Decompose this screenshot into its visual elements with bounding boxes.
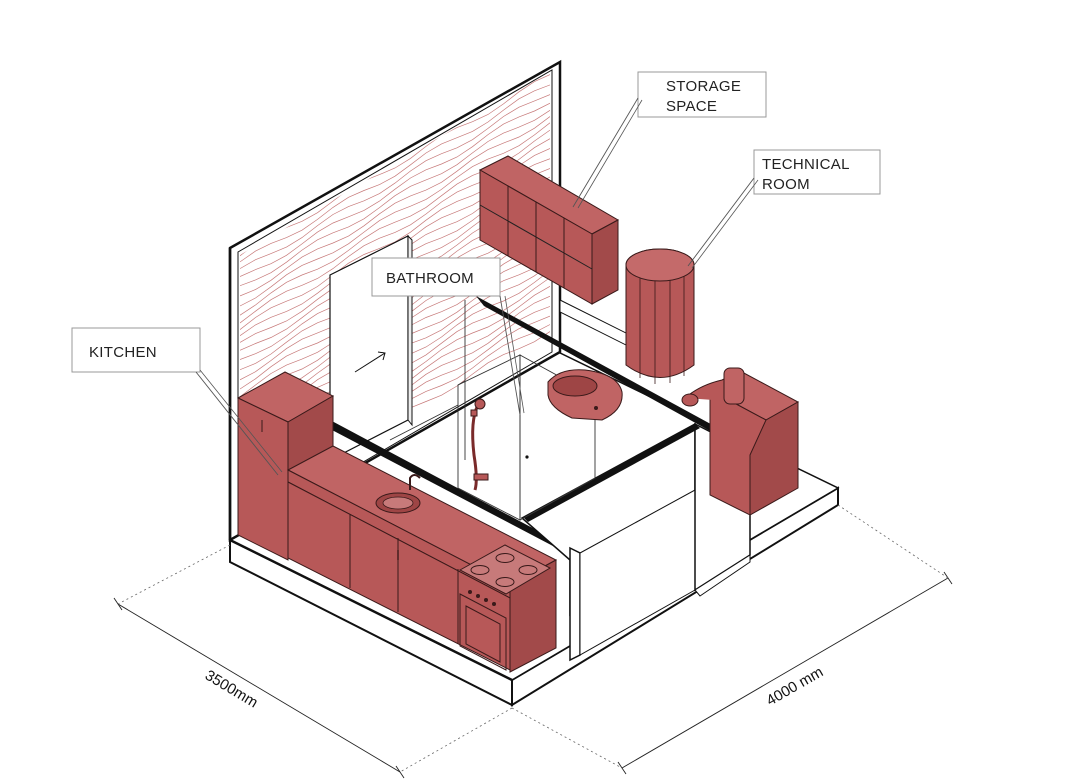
kitchen-label: KITCHEN (89, 344, 157, 361)
wall-wave-line (240, 122, 550, 307)
bathroom-label: BATHROOM (386, 270, 474, 287)
label-bathroom: BATHROOM (371, 257, 525, 416)
storage-shelf (478, 155, 620, 305)
wall-wave-line (240, 110, 550, 287)
storage-label-line1: STORAGE (666, 78, 741, 95)
depth-dimension-label: 4000 mm (764, 663, 827, 709)
kitchen-cabinets (236, 371, 558, 673)
water-heater (625, 248, 695, 384)
shower-enclosure (389, 300, 596, 521)
label-kitchen: KITCHEN (71, 327, 283, 476)
technical-label-line1: TECHNICAL (762, 156, 850, 173)
wall-wave-line (240, 116, 550, 297)
technical-unit (681, 367, 800, 516)
bathroom-partitions (330, 296, 751, 662)
front-wall-edge (228, 248, 513, 682)
storage-label-line2: SPACE (666, 98, 717, 115)
wall-wave-line (240, 74, 550, 257)
wall-wave-line (240, 84, 550, 263)
label-storage-space: STORAGE SPACE (572, 71, 767, 209)
wall-wave-line (240, 94, 550, 269)
width-dimension-label: 3500mm (202, 667, 261, 712)
label-technical-room: TECHNICAL ROOM (687, 149, 881, 269)
wall-wave-line (240, 102, 550, 277)
bathroom-sink (547, 369, 623, 421)
technical-label-line2: ROOM (762, 176, 810, 193)
